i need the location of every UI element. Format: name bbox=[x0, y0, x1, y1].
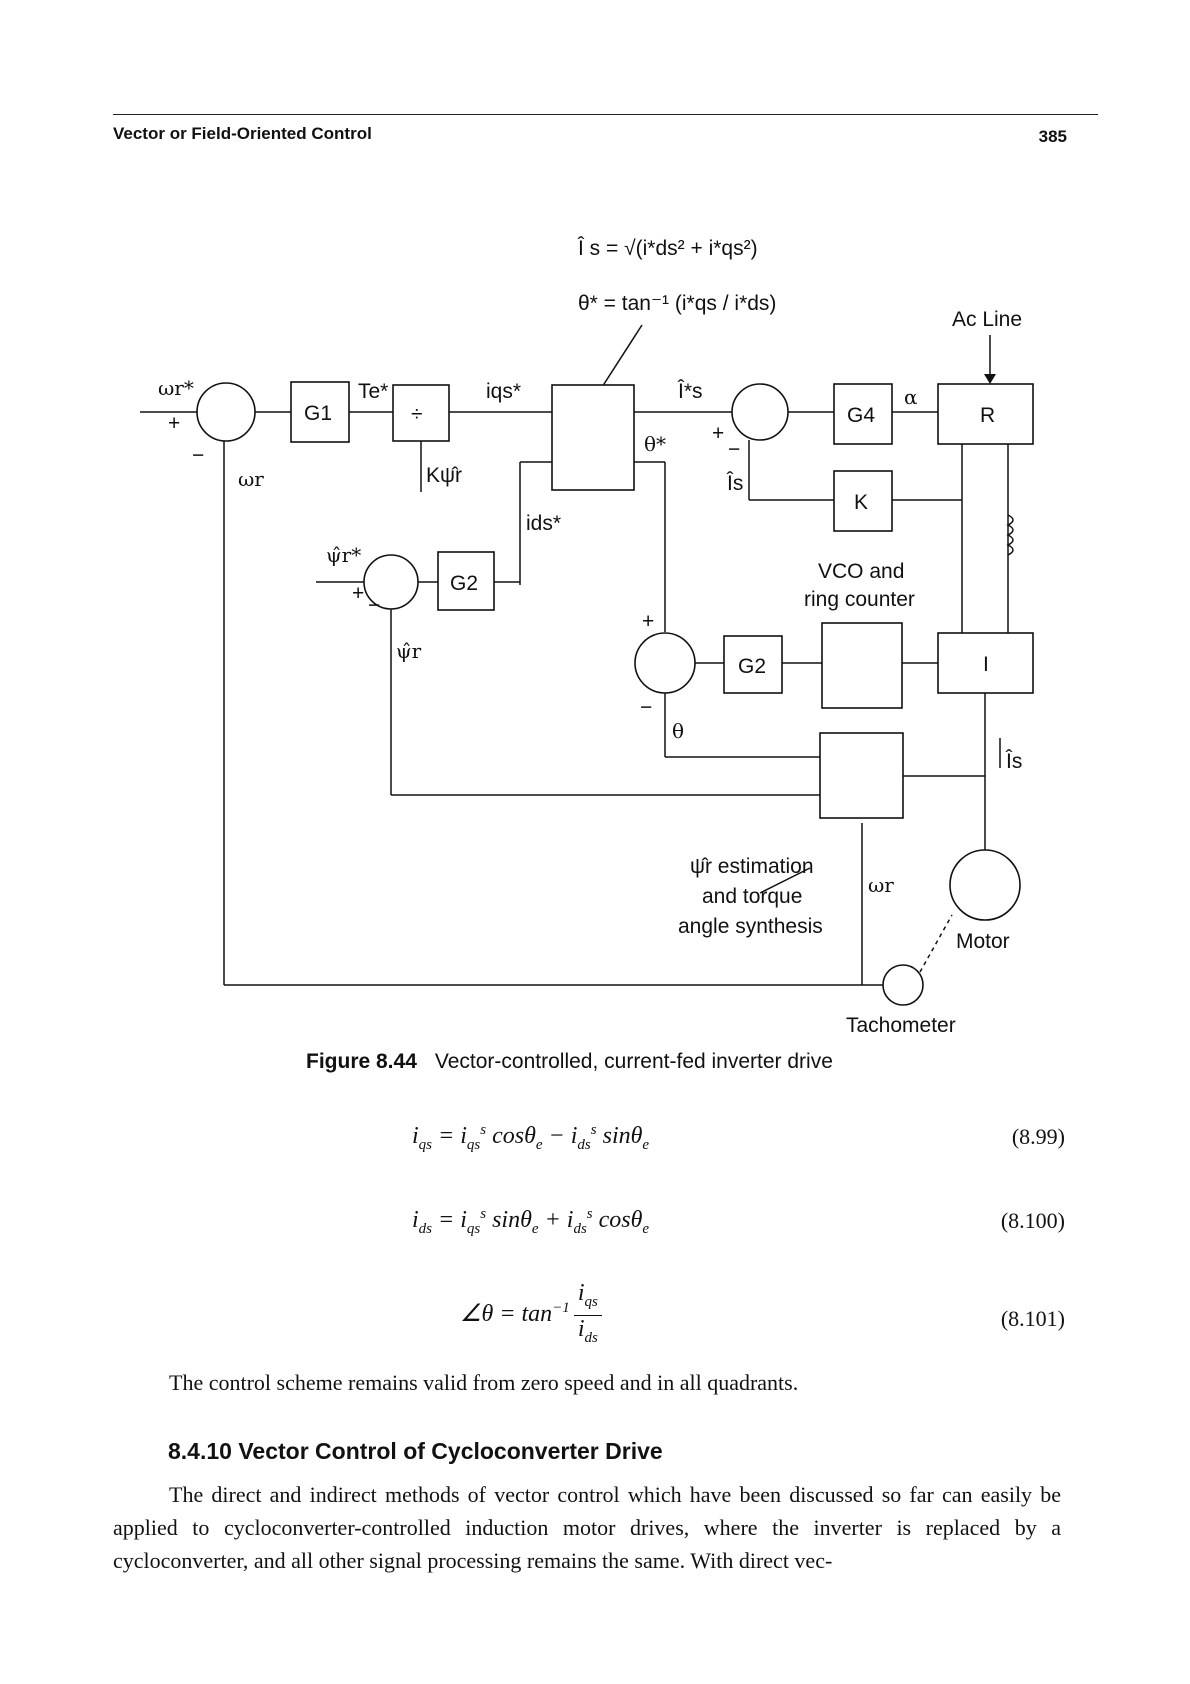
inverter-block bbox=[937, 632, 1034, 694]
minus-sign-1: − bbox=[192, 444, 204, 467]
omega-r-tacho-label: ωr bbox=[868, 873, 894, 897]
psi-r-star-label: ψ̂r* bbox=[326, 543, 361, 567]
ac-line-label: Ac Line bbox=[952, 308, 1022, 331]
estimation-block bbox=[819, 732, 904, 819]
paragraph-1: The control scheme remains valid from ze… bbox=[169, 1370, 799, 1395]
vco-block bbox=[821, 622, 903, 709]
angle-summer bbox=[634, 632, 696, 694]
equation-number-8-101: (8.101) bbox=[1000, 1306, 1065, 1331]
k-block bbox=[833, 470, 893, 532]
ac-line-arrowhead bbox=[984, 374, 996, 384]
block-diagram: Î s = √(i*ds² + i*qs²) θ* = tan⁻¹ (i*qs … bbox=[140, 237, 1034, 1037]
minus-sign-4: − bbox=[640, 696, 652, 719]
dc-link-inductor bbox=[1006, 514, 1014, 556]
rectifier-label: R bbox=[980, 404, 995, 427]
plus-sign-1: + bbox=[168, 412, 180, 435]
g4-label: G4 bbox=[847, 404, 875, 427]
figure-caption-label: Figure 8.44 bbox=[306, 1050, 417, 1073]
divider-label: ÷ bbox=[411, 403, 423, 426]
formula-theta: θ* = tan⁻¹ (i*qs / i*ds) bbox=[578, 292, 776, 315]
equation-8-100: ids = iqss sinθe + idss cosθe bbox=[412, 1206, 650, 1237]
figure-caption-text: Vector-controlled, current-fed inverter … bbox=[434, 1050, 833, 1073]
k-psi-label: Kψ̂r bbox=[426, 464, 462, 487]
g1-label: G1 bbox=[304, 402, 332, 425]
formula-is: Î s = √(i*ds² + i*qs²) bbox=[577, 237, 758, 260]
rectifier-block bbox=[937, 383, 1034, 445]
figure-caption: Figure 8.44 Vector-controlled, current-fe… bbox=[306, 1050, 833, 1074]
polar-conversion-block bbox=[551, 384, 635, 491]
divider-block bbox=[392, 384, 450, 442]
current-summer bbox=[731, 383, 789, 441]
vco-label-2: ring counter bbox=[804, 588, 915, 611]
estimation-label-1: ψ̂r estimation bbox=[690, 855, 814, 878]
omega-r-star-label: ωr* bbox=[158, 376, 194, 400]
theta-label: θ bbox=[672, 719, 684, 743]
paragraph-2: The direct and indirect methods of vecto… bbox=[113, 1482, 1061, 1573]
g2-angle-label: G2 bbox=[738, 655, 766, 678]
theta-star-label: θ* bbox=[644, 432, 666, 456]
estimation-pointer bbox=[759, 867, 811, 894]
motor-symbol bbox=[949, 849, 1021, 921]
equation-number-8-99: (8.99) bbox=[1011, 1124, 1065, 1149]
plus-sign-2: + bbox=[712, 422, 724, 445]
equation-8-99: iqs = iqss cosθe − idss sinθe bbox=[412, 1122, 650, 1153]
ids-star-label: ids* bbox=[526, 512, 561, 535]
k-label: K bbox=[854, 491, 868, 514]
inverter-label: I bbox=[983, 653, 989, 676]
plus-sign-3: + bbox=[352, 582, 364, 605]
omega-r-label: ωr bbox=[238, 467, 264, 491]
g2-flux-block bbox=[437, 551, 495, 611]
estimation-label-2: and torque bbox=[702, 885, 802, 908]
equation-number-8-100: (8.100) bbox=[1000, 1208, 1065, 1233]
is-hat-star-label: Î*s bbox=[677, 380, 703, 403]
alpha-label: α bbox=[904, 385, 918, 409]
iqs-star-label: iqs* bbox=[486, 380, 521, 403]
minus-sign-2: − bbox=[728, 438, 740, 461]
te-star-label: Te* bbox=[358, 380, 388, 403]
tachometer-symbol bbox=[882, 964, 924, 1006]
is-hat-label: Îs bbox=[726, 472, 743, 495]
estimation-label-3: angle synthesis bbox=[678, 915, 823, 938]
g4-block bbox=[833, 383, 893, 445]
vco-label-1: VCO and bbox=[818, 560, 904, 583]
psi-r-label: ψ̂r bbox=[396, 639, 422, 663]
motor-shaft bbox=[919, 914, 953, 973]
header-rule bbox=[113, 114, 1098, 115]
g2-angle-block bbox=[723, 635, 783, 694]
plus-sign-4: + bbox=[642, 610, 654, 633]
motor-label: Motor bbox=[956, 930, 1010, 953]
running-head: Vector or Field-Oriented Control bbox=[113, 124, 372, 143]
speed-summer bbox=[196, 382, 256, 442]
page-number: 385 bbox=[1038, 127, 1067, 146]
tachometer-label: Tachometer bbox=[846, 1014, 956, 1037]
minus-sign-3: − bbox=[368, 594, 380, 617]
section-heading: 8.4.10 Vector Control of Cycloconverter … bbox=[168, 1438, 663, 1464]
is-hat-out-label: Îs bbox=[1005, 750, 1022, 773]
g2-flux-label: G2 bbox=[450, 572, 478, 595]
